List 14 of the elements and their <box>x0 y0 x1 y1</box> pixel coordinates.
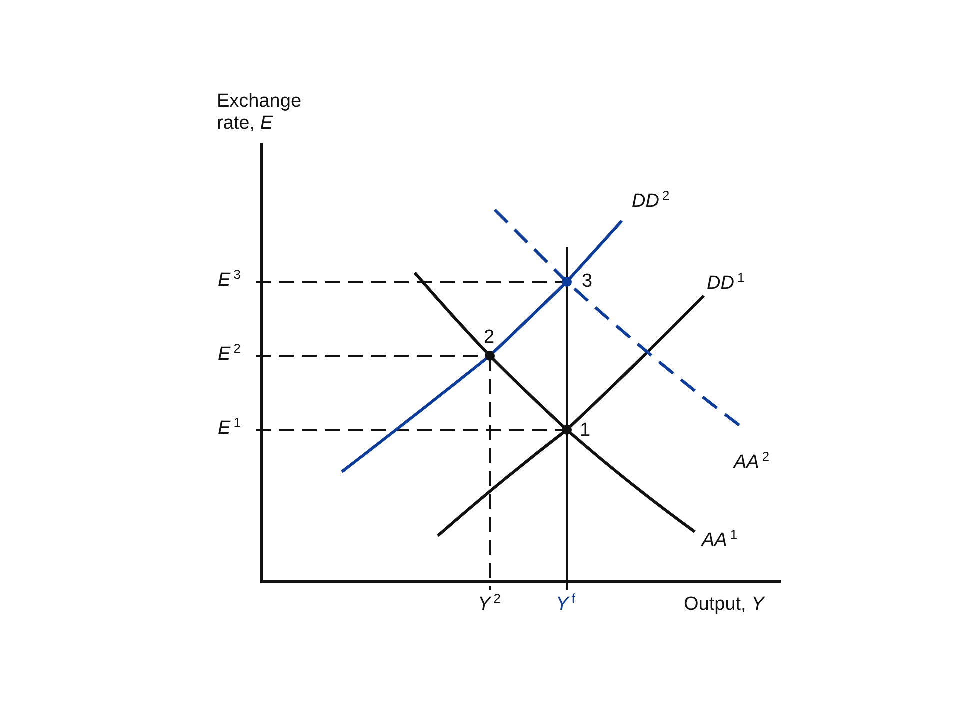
axis-tick-label: E$^{3}$ <box>218 270 241 292</box>
axis-tick-label: Y$^{2}$ <box>478 594 501 616</box>
axis-label: Exchange rate, E <box>217 91 303 135</box>
point-label: 2 <box>484 327 495 349</box>
point-label: 1 <box>580 420 591 442</box>
curve-label: AA$^{1}$ <box>702 530 738 552</box>
axis-tick-label: E$^{1}$ <box>218 418 241 440</box>
axis-label: Output, Y <box>684 594 764 616</box>
axis-tick-label: Y$^{f}$ <box>556 594 576 616</box>
axis-tick-label: E$^{2}$ <box>218 344 241 366</box>
point-label: 3 <box>582 271 593 293</box>
curve-label: AA$^{2}$ <box>734 452 770 474</box>
curve-label: DD$^{1}$ <box>707 273 745 295</box>
curve-label: DD$^{2}$ <box>632 191 670 213</box>
